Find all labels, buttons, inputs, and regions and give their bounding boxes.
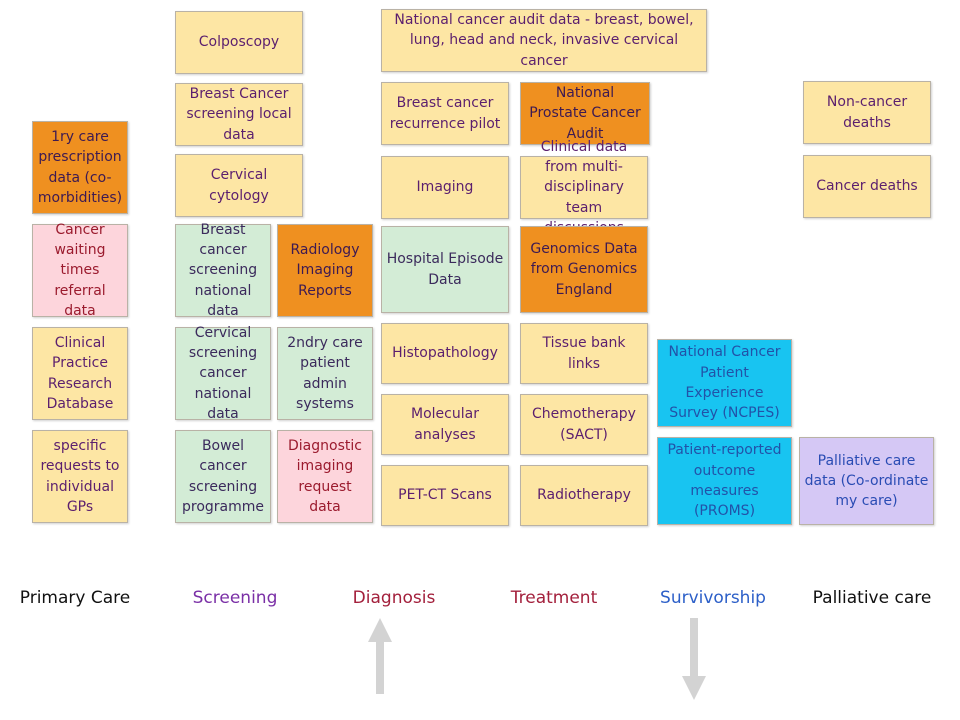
box-secondary-care-admin: 2ndry care patient admin systems [277, 327, 373, 420]
box-label: National Prostate Cancer Audit [529, 85, 641, 142]
box-breast-recurrence: Breast cancer recurrence pilot [381, 82, 509, 145]
box-cervical-screening-national: Cervical screening cancer national data [175, 325, 271, 422]
box-tissue-bank: Tissue bank links [520, 323, 648, 384]
box-label: Breast cancer recurrence pilot [389, 95, 501, 132]
box-radiology-reports: Radiology Imaging Reports [277, 224, 373, 317]
box-cancer-waiting-times: Cancer waiting times referral data [32, 222, 128, 319]
box-label: Breast cancer screening national data [188, 221, 258, 319]
box-ncpes: National Cancer Patient Experience Surve… [657, 339, 792, 427]
box-label: Hospital Episode Data [386, 251, 504, 288]
box-label: 1ry care prescription data (co-morbiditi… [37, 128, 123, 206]
box-molecular: Molecular analyses [381, 394, 509, 455]
box-label: Patient-reported outcome measures (PROMS… [667, 442, 782, 520]
box-colposcopy: Colposcopy [175, 11, 303, 74]
box-label: Radiotherapy [537, 487, 631, 504]
box-label: Molecular analyses [411, 406, 479, 443]
stage-label-primary-care: Primary Care [19, 588, 131, 608]
box-label: Non-cancer deaths [826, 94, 908, 131]
box-radiotherapy: Radiotherapy [520, 465, 648, 526]
stage-label-survivorship: Survivorship [660, 588, 766, 608]
box-primary-care-prescription: 1ry care prescription data (co-morbiditi… [32, 121, 128, 214]
box-mdt-clinical-data: Clinical data from multi-disciplinary te… [520, 139, 648, 236]
box-non-cancer-deaths: Non-cancer deaths [803, 81, 931, 144]
down-arrow-icon [682, 618, 706, 700]
box-label: Cervical screening cancer national data [188, 324, 258, 422]
box-label: Radiology Imaging Reports [290, 242, 360, 299]
box-label: Cancer deaths [816, 178, 918, 195]
box-gp-requests: specific requests to individual GPs [32, 430, 128, 523]
box-imaging: Imaging [381, 156, 509, 219]
box-cancer-deaths: Cancer deaths [803, 155, 931, 218]
box-palliative-data: Palliative care data (Co-ordinate my car… [799, 437, 934, 525]
box-label: National Cancer Patient Experience Surve… [668, 344, 781, 422]
up-arrow-icon [368, 618, 392, 694]
box-label: Tissue bank links [542, 335, 626, 372]
box-label: Cervical cytology [209, 167, 269, 204]
box-label: Clinical Practice Research Database [46, 334, 114, 412]
box-petct: PET-CT Scans [381, 465, 509, 526]
box-diagnostic-imaging: Diagnostic imaging request data [277, 430, 373, 523]
box-label: Clinical data from multi-disciplinary te… [540, 138, 628, 236]
box-proms: Patient-reported outcome measures (PROMS… [657, 437, 792, 525]
box-label: Bowel cancer screening programme [181, 437, 264, 515]
box-label: National cancer audit data - breast, bow… [394, 12, 694, 69]
stage-label-screening: Screening [192, 588, 278, 608]
box-label: Chemotherapy (SACT) [532, 406, 636, 443]
box-label: Histopathology [392, 345, 498, 362]
box-chemotherapy: Chemotherapy (SACT) [520, 394, 648, 455]
box-label: Palliative care data (Co-ordinate my car… [804, 452, 929, 510]
box-genomics: Genomics Data from Genomics England [520, 226, 648, 313]
box-bowel-screening: Bowel cancer screening programme [175, 430, 271, 523]
box-label: PET-CT Scans [398, 487, 492, 504]
box-prostate-audit: National Prostate Cancer Audit [520, 82, 650, 145]
box-label: Colposcopy [198, 34, 280, 51]
box-label: Cancer waiting times referral data [54, 221, 106, 319]
stage-label-treatment: Treatment [510, 588, 598, 608]
box-hospital-episode: Hospital Episode Data [381, 226, 509, 313]
box-breast-screening-local: Breast Cancer screening local data [175, 83, 303, 146]
box-breast-screening-national: Breast cancer screening national data [175, 222, 271, 319]
box-label: Genomics Data from Genomics England [530, 241, 638, 298]
box-label: Diagnostic imaging request data [288, 437, 362, 515]
box-cervical-cytology: Cervical cytology [175, 154, 303, 217]
stage-label-palliative-care: Palliative care [812, 588, 932, 608]
stage-label-diagnosis: Diagnosis [352, 588, 436, 608]
box-national-cancer-audit: National cancer audit data - breast, bow… [381, 9, 707, 72]
box-label: specific requests to individual GPs [40, 437, 120, 515]
box-cprd: Clinical Practice Research Database [32, 327, 128, 420]
box-label: Breast Cancer screening local data [186, 86, 292, 143]
box-label: 2ndry care patient admin systems [287, 334, 363, 412]
box-label: Imaging [416, 179, 474, 196]
box-histopathology: Histopathology [381, 323, 509, 384]
